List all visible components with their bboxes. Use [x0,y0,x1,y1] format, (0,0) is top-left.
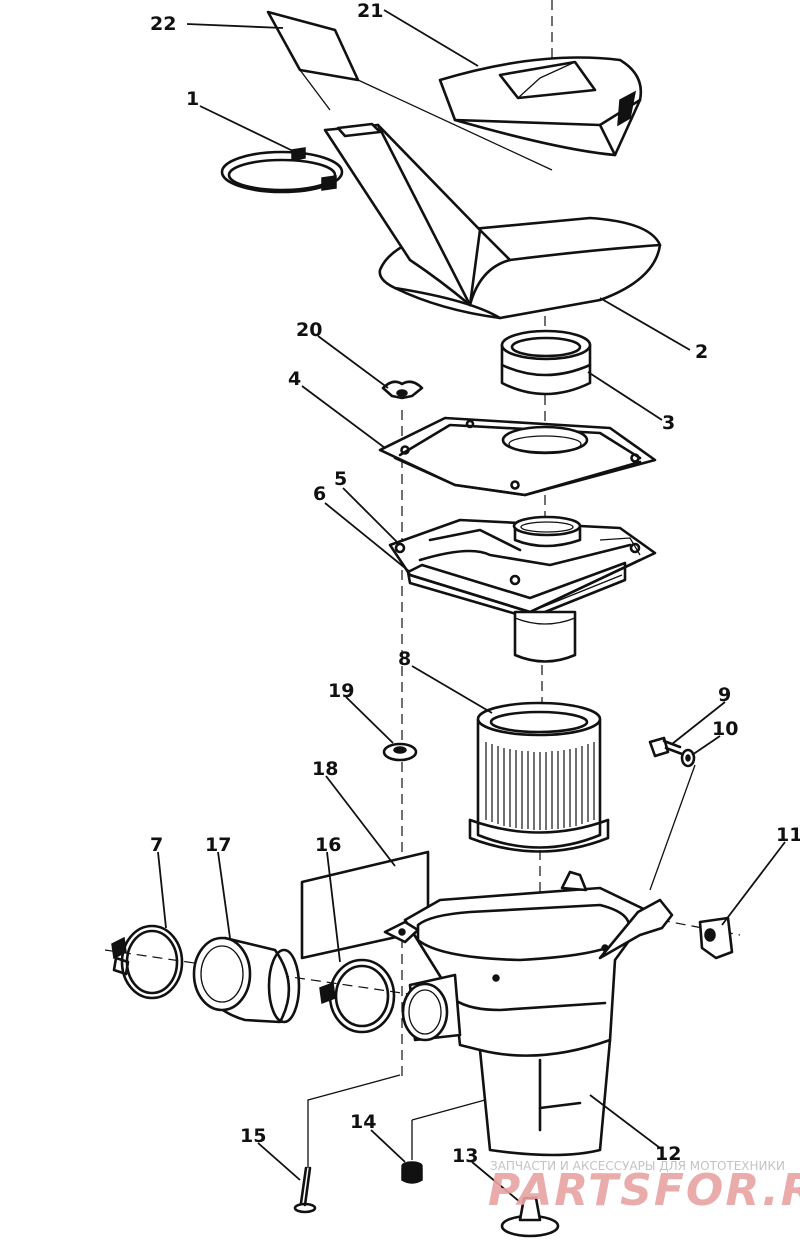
callout-12: 12 [655,1143,681,1165]
callout-4: 4 [288,368,301,390]
part-11-clip [698,916,734,960]
callout-22: 22 [150,13,176,35]
part-1-clamp [220,147,344,194]
watermark-logo: PARTSFOR.RU [488,1165,800,1216]
callout-13: 13 [452,1145,478,1167]
callout-5: 5 [334,468,347,490]
part-18-sticker [300,850,430,960]
part-21-foam-block [438,56,643,157]
part-19-washer [382,742,418,762]
part-22-decal [266,10,553,171]
callout-14: 14 [350,1111,376,1133]
callout-2: 2 [695,341,708,363]
part-9-bolt [648,736,684,758]
part-7-hose-clamp [111,924,184,1000]
callout-20: 20 [296,319,322,341]
housing-outlet-tube [513,610,577,663]
callout-6: 6 [313,483,326,505]
part-13-drain-valve [500,1196,560,1238]
callout-17: 17 [205,834,231,856]
callout-1: 1 [186,88,199,110]
part-16-hose-clamp [319,958,396,1034]
callout-leaders [157,9,786,1203]
callout-11: 11 [776,824,800,846]
callout-10: 10 [712,718,738,740]
callout-8: 8 [398,648,411,670]
part-4-cover-plate [378,416,657,497]
callout-19: 19 [328,680,354,702]
part-17-intake-boot [192,936,301,1024]
part-14-plug [401,1099,486,1184]
part-3-coupler [500,329,592,396]
callout-15: 15 [240,1125,266,1147]
part-10-washer [649,748,696,891]
callout-18: 18 [312,758,338,780]
part-2-intake-duct [323,122,662,320]
watermark-caption: ЗАПЧАСТИ И АКСЕССУАРЫ ДЛЯ МОТОТЕХНИКИ [490,1159,785,1173]
callout-7: 7 [150,834,163,856]
callout-16: 16 [315,834,341,856]
callout-9: 9 [718,684,731,706]
part-8-filter-element [468,701,610,853]
callout-3: 3 [662,412,675,434]
callout-labels: 22 21 1 2 3 20 4 5 6 8 19 9 10 18 11 7 1… [150,0,800,1167]
part-12-airbox-body [383,870,674,1157]
airbox-inlet-spigot [401,973,462,1042]
part-20-wing-nut [381,380,424,400]
filter-pleats [485,742,595,830]
part-5-housing-lid [388,515,657,614]
watermark: ЗАПЧАСТИ И АКСЕССУАРЫ ДЛЯ МОТОТЕХНИКИ PA… [488,1159,800,1216]
callout-21: 21 [357,0,383,22]
part-15-screw [293,1074,401,1214]
